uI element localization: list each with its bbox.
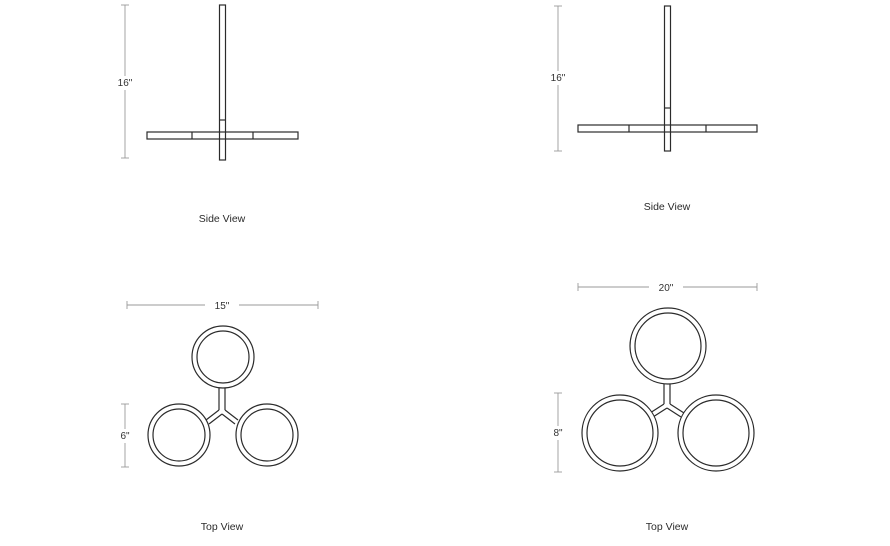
small-top-caption: Top View xyxy=(201,521,244,533)
small-top-fixture xyxy=(147,325,299,467)
small-side-arms xyxy=(146,131,299,140)
small-side-caption: Side View xyxy=(199,213,246,225)
large-side-view: 16" Side View xyxy=(545,5,758,213)
large-top-width-label: 20" xyxy=(659,283,674,294)
large-top-view: 20" 8" xyxy=(546,280,758,533)
small-side-stem xyxy=(218,4,227,161)
small-top-shade-right xyxy=(235,403,299,467)
large-top-shade-right xyxy=(677,394,755,472)
large-top-width-dimension: 20" xyxy=(577,280,758,294)
large-side-caption: Side View xyxy=(644,201,691,213)
large-top-caption: Top View xyxy=(646,521,689,533)
large-side-fixture xyxy=(577,5,758,152)
small-top-width-dimension: 15" xyxy=(126,298,319,312)
large-top-shade-left xyxy=(581,394,659,472)
large-side-stem xyxy=(663,5,672,152)
large-top-depth-dimension: 8" xyxy=(546,392,570,473)
small-top-shade-top xyxy=(191,325,255,389)
small-top-depth-label: 6" xyxy=(120,431,130,442)
large-side-arms xyxy=(577,124,758,133)
large-side-height-label: 16" xyxy=(551,73,566,84)
large-top-shade-top xyxy=(629,307,707,385)
small-top-depth-dimension: 6" xyxy=(113,403,137,468)
small-top-width-label: 15" xyxy=(215,301,230,312)
small-side-height-dimension: 16" xyxy=(112,4,138,159)
large-top-fixture xyxy=(581,307,755,472)
small-top-view: 15" 6" xyxy=(113,298,319,533)
small-side-view: 16" Side View xyxy=(112,4,299,225)
small-side-fixture xyxy=(146,4,299,161)
large-side-height-dimension: 16" xyxy=(545,5,571,152)
small-top-shade-left xyxy=(147,403,211,467)
large-top-depth-label: 8" xyxy=(553,428,563,439)
small-side-height-label: 16" xyxy=(118,78,133,89)
